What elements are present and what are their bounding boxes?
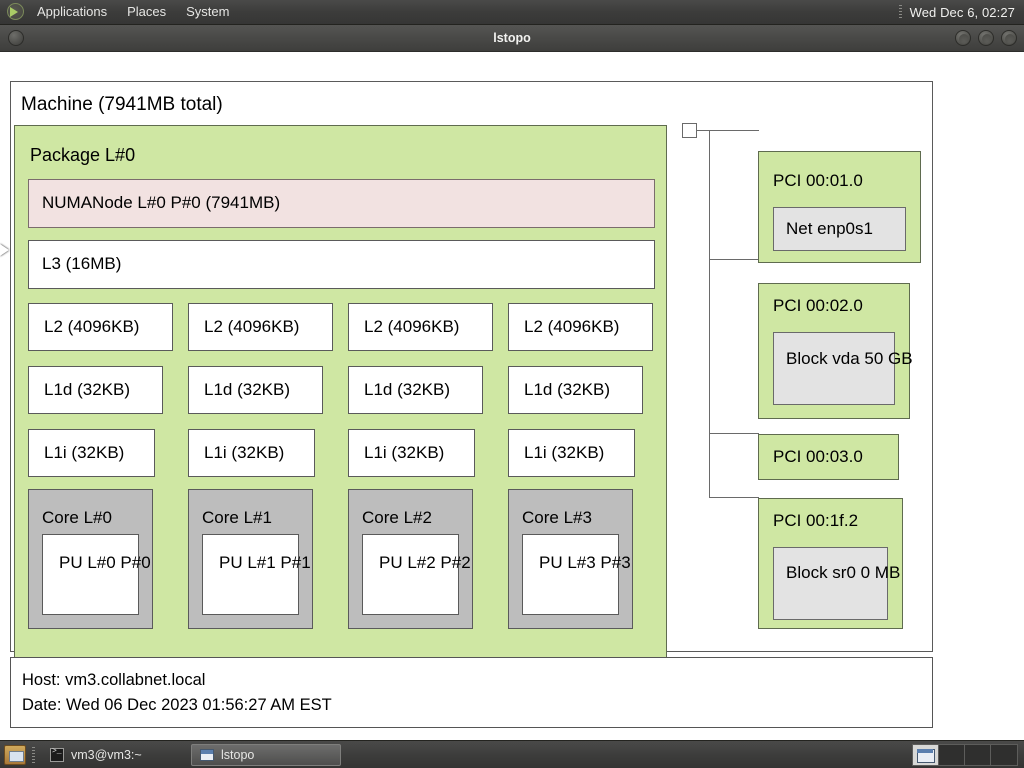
lstopo-window: lstopo Machine (7941MB total) Package L#… [0,25,1024,740]
pci-label-2: PCI 00:03.0 [773,447,863,466]
date-line: Date: Wed 06 Dec 2023 01:56:27 AM EST [22,696,332,714]
clock[interactable]: Wed Dec 6, 02:27 [909,4,1015,20]
l2-label-0: L2 (4096KB) [44,317,140,336]
gnome-foot-icon[interactable] [5,2,25,22]
tree-line-trunk [709,130,710,497]
l2-box-0[interactable] [28,303,173,351]
taskbar-item-terminal[interactable]: vm3@vm3:~ [41,744,191,766]
maximize-button[interactable] [978,30,994,46]
osdev-box-3[interactable] [773,547,888,620]
pu-box-1[interactable] [202,534,299,615]
app-menu-icon[interactable] [8,30,24,46]
package-label: Package L#0 [30,145,136,165]
l3-label: L3 (16MB) [42,254,122,273]
tree-line-bridge [697,130,759,131]
l1d-label-0: L1d (32KB) [44,380,130,399]
top-panel: Applications Places System Wed Dec 6, 02… [0,0,1024,25]
core-label-0: Core L#0 [42,508,112,527]
osdev-box-1[interactable] [773,332,895,405]
tree-line-pci-1 [709,259,759,260]
osdev-label-0: Net enp0s1 [786,219,873,238]
taskbar-label-lstopo: lstopo [221,747,255,762]
menu-places[interactable]: Places [127,4,167,19]
pu-box-0[interactable] [42,534,139,615]
show-desktop-icon[interactable] [4,744,26,765]
l2-box-2[interactable] [348,303,493,351]
l2-label-3: L2 (4096KB) [524,317,620,336]
workspace-switcher[interactable] [912,743,1018,766]
l1i-box-2[interactable] [348,429,475,477]
taskbar-item-lstopo[interactable]: lstopo [191,743,341,766]
workspace-2[interactable] [939,744,965,765]
core-label-2: Core L#2 [362,508,432,527]
machine-label: Machine (7941MB total) [21,94,223,115]
l1i-label-0: L1i (32KB) [44,443,125,462]
host-bridge-node[interactable] [682,123,697,138]
l1i-label-2: L1i (32KB) [364,443,445,462]
window-controls [955,30,1017,46]
l1i-label-3: L1i (32KB) [524,443,605,462]
l1i-box-1[interactable] [188,429,315,477]
l2-box-3[interactable] [508,303,653,351]
pci-label-3: PCI 00:1f.2 [773,511,859,530]
pu-box-2[interactable] [362,534,459,615]
tasklist-grip[interactable] [32,746,35,763]
osdev-label-1: Block vda 50 GB [786,349,913,368]
pci-box-2[interactable] [758,434,899,480]
l3-box[interactable] [28,240,655,289]
l1d-label-3: L1d (32KB) [524,380,610,399]
topology-canvas[interactable]: Machine (7941MB total) Package L#0 NUMAN… [0,52,1024,740]
menu-system[interactable]: System [186,4,230,19]
tree-line-pci-3 [709,497,759,498]
host-line: Host: vm3.collabnet.local [22,671,206,689]
l2-label-1: L2 (4096KB) [204,317,300,336]
pu-label-3: PU L#3 P#3 [539,553,631,572]
pu-label-2: PU L#2 P#2 [379,553,471,572]
osdev-label-3: Block sr0 0 MB [786,563,901,582]
l2-box-1[interactable] [188,303,333,351]
pci-label-1: PCI 00:02.0 [773,296,863,315]
menu-applications[interactable]: Applications [37,4,108,19]
pu-label-0: PU L#0 P#0 [59,553,151,572]
close-button[interactable] [1001,30,1017,46]
workspace-4[interactable] [991,745,1017,765]
core-label-1: Core L#1 [202,508,272,527]
l1i-box-3[interactable] [508,429,635,477]
l1i-label-1: L1i (32KB) [204,443,285,462]
l1d-box-0[interactable] [28,366,163,414]
window-titlebar[interactable]: lstopo [0,25,1024,52]
l2-label-2: L2 (4096KB) [364,317,460,336]
osdev-box-0[interactable] [773,207,906,251]
bottom-panel: vm3@vm3:~ lstopo [0,740,1024,768]
pu-label-1: PU L#1 P#1 [219,553,311,572]
l1d-box-3[interactable] [508,366,643,414]
l1i-box-0[interactable] [28,429,155,477]
numanode-label: NUMANode L#0 P#0 (7941MB) [42,193,281,212]
terminal-icon [50,747,64,762]
l1d-label-2: L1d (32KB) [364,380,450,399]
mouse-cursor [0,244,9,256]
info-footer-box: Host: vm3.collabnet.local Date: Wed 06 D… [10,657,933,728]
numanode-box[interactable] [28,179,655,228]
core-label-3: Core L#3 [522,508,592,527]
workspace-3[interactable] [965,744,991,765]
pci-label-0: PCI 00:01.0 [773,171,863,190]
l1d-box-1[interactable] [188,366,323,414]
workspace-1[interactable] [913,744,939,765]
minimize-button[interactable] [955,30,971,46]
window-icon [200,748,214,761]
l1d-box-2[interactable] [348,366,483,414]
taskbar-label-terminal: vm3@vm3:~ [71,747,142,762]
l1d-label-1: L1d (32KB) [204,380,290,399]
window-title: lstopo [493,31,531,45]
tree-line-pci-2 [709,433,759,434]
panel-grip[interactable] [898,5,902,19]
pu-box-3[interactable] [522,534,619,615]
